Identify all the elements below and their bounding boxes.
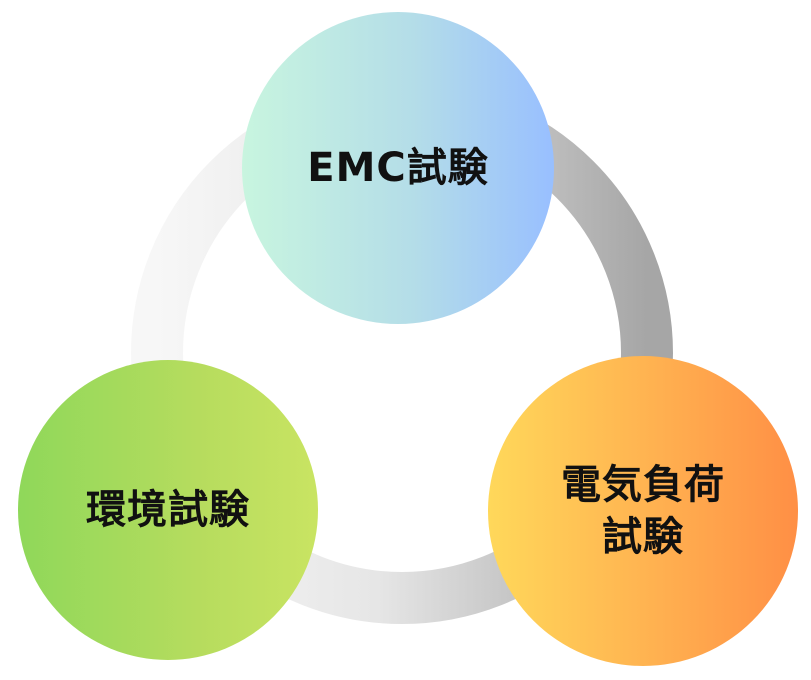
emc-test-node: EMC試験 bbox=[242, 12, 554, 324]
environmental-test-label: 環境試験 bbox=[86, 487, 250, 533]
emc-test-label: EMC試験 bbox=[307, 145, 489, 191]
electrical-load-test-label-line-1: 電気負荷 bbox=[561, 462, 725, 508]
electrical-load-test-node: 電気負荷 試験 bbox=[488, 356, 798, 666]
environmental-test-node: 環境試験 bbox=[18, 360, 318, 660]
electrical-load-test-label-line-2: 試験 bbox=[602, 514, 684, 560]
